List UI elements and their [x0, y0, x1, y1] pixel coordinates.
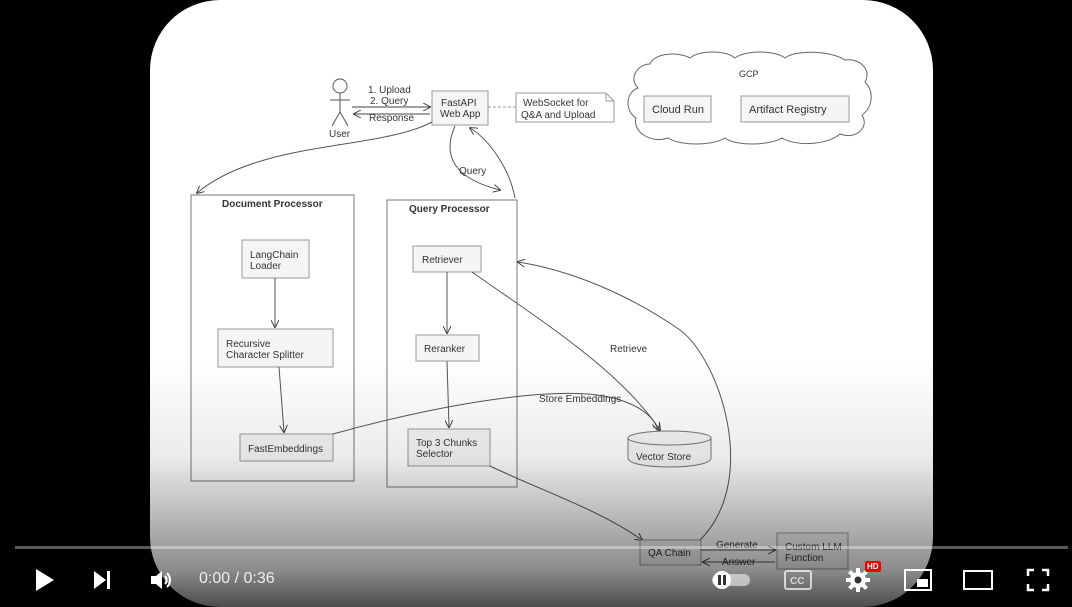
next-icon [94, 571, 110, 589]
reranker-node [415, 334, 480, 362]
websocket-note [515, 92, 615, 123]
hd-badge: HD [865, 561, 881, 572]
cloud-run-label: Cloud Run [652, 104, 704, 116]
fullscreen-icon [1026, 568, 1050, 592]
theater-icon [963, 570, 993, 590]
langchain-label-2: Loader [250, 261, 282, 272]
cc-text: CC [790, 576, 804, 587]
fastapi-node [431, 90, 489, 126]
splitter-label-2: Character Splitter [226, 350, 304, 361]
retriever-node [412, 245, 482, 273]
gcp-title: GCP [739, 69, 759, 79]
fastapi-label-2: Web App [440, 109, 481, 120]
artifact-registry-label: Artifact Registry [749, 104, 827, 116]
progress-bar[interactable] [15, 546, 1068, 549]
selector-to-qa-edge [489, 465, 642, 540]
query-label: 2. Query [370, 96, 408, 107]
retrieve-edge-label: Retrieve [610, 344, 648, 355]
gear-icon [846, 568, 870, 592]
response-label: Response [369, 113, 414, 124]
query-edge-up [470, 128, 516, 199]
video-frame[interactable]: User 1. Upload 2. Query Response FastAPI… [150, 0, 933, 607]
query-edge-label: Query [459, 166, 486, 177]
time-separator: / [230, 570, 244, 587]
artifact-registry-node [740, 95, 850, 123]
volume-icon [151, 571, 171, 589]
fullscreen-button[interactable] [1016, 558, 1060, 602]
splitter-to-embeddings-edge [278, 366, 284, 432]
miniplayer-button[interactable] [896, 558, 940, 602]
theater-mode-button[interactable] [956, 558, 1000, 602]
to-doc-processor-edge [197, 121, 433, 193]
fastapi-label-1: FastAPI [441, 98, 477, 109]
cloud-run-node [643, 95, 712, 123]
captions-button[interactable]: CC [776, 558, 820, 602]
store-embeddings-label: Store Embeddings [539, 394, 621, 405]
user-label: User [329, 129, 351, 140]
reranker-to-selector-edge [447, 360, 449, 427]
miniplayer-icon [904, 569, 932, 591]
retriever-label: Retriever [422, 255, 463, 266]
vector-store-label: Vector Store [636, 452, 691, 463]
upload-label: 1. Upload [368, 85, 411, 96]
next-button[interactable] [80, 558, 124, 602]
autoplay-toggle-icon [712, 571, 750, 589]
user-actor-icon [330, 78, 350, 127]
langchain-label-1: LangChain [250, 250, 298, 261]
reranker-label: Reranker [424, 344, 466, 355]
query-edge-down [449, 125, 500, 190]
splitter-label-1: Recursive [226, 339, 271, 350]
current-time: 0:00 [199, 570, 231, 587]
selector-label-1: Top 3 Chunks [416, 438, 477, 449]
settings-button[interactable] [836, 558, 880, 602]
document-processor-title: Document Processor [222, 199, 323, 210]
time-display: 0:00 / 0:36 [199, 570, 275, 588]
note-label-2: Q&A and Upload [521, 110, 596, 121]
query-processor-title: Query Processor [409, 204, 490, 215]
note-label-1: WebSocket for [523, 98, 589, 109]
play-button[interactable] [22, 558, 66, 602]
player-controls: 0:00 / 0:36 CC [0, 558, 1072, 602]
autoplay-toggle[interactable] [706, 558, 756, 602]
selector-label-2: Selector [416, 449, 453, 460]
duration: 0:36 [243, 570, 275, 587]
play-icon [36, 569, 54, 591]
architecture-diagram: User 1. Upload 2. Query Response FastAPI… [190, 51, 872, 570]
mute-button[interactable] [140, 558, 184, 602]
fastembeddings-label: FastEmbeddings [248, 444, 323, 455]
captions-icon: CC [784, 570, 812, 590]
